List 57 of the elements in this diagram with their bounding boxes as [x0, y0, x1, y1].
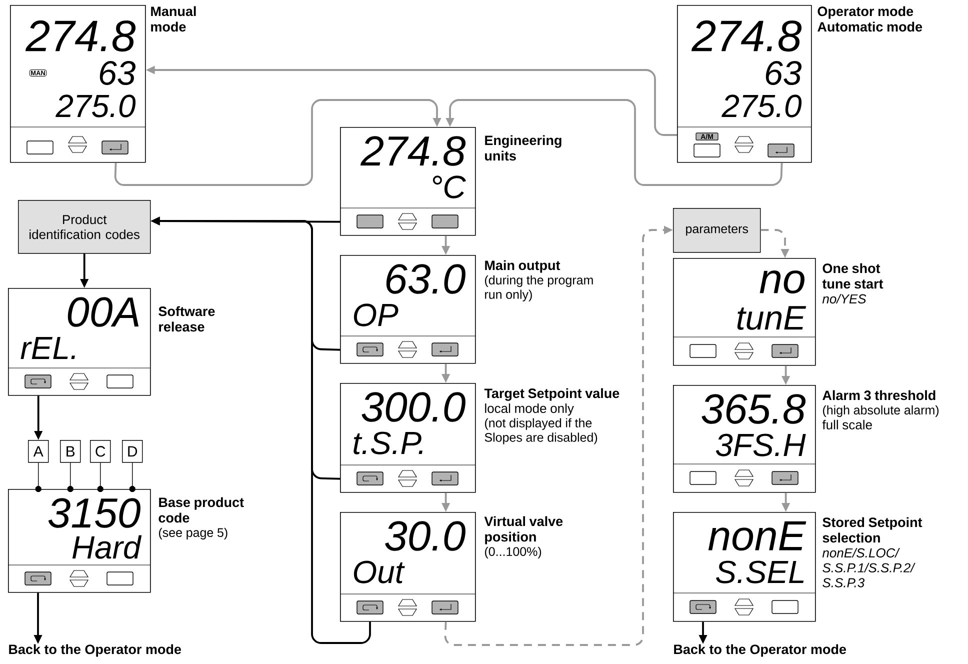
code-letter-box: A: [28, 440, 49, 463]
display-reading: °C: [432, 176, 466, 198]
display-reading: 274.8: [360, 136, 466, 166]
display-reading: t.S.P.: [354, 432, 422, 454]
value-options: nonE/S.LOC/ S.S.P.1/S.S.P.2/ S.S.P.3: [822, 548, 916, 588]
code-letter-box: B: [60, 440, 81, 463]
parameter-heading: Alarm 3 threshold: [822, 390, 936, 400]
note-text: (during the program run only): [484, 275, 593, 302]
parameter-heading: Main output: [485, 260, 560, 273]
display-reading: S.SEL: [716, 560, 804, 584]
display-reading: 365.8: [702, 394, 806, 424]
note-text: (not displayed if the Slopes are disabled): [484, 418, 598, 444]
display-reading: rEL.: [20, 337, 75, 360]
parameter-heading: Operator mode Automatic mode: [818, 6, 922, 32]
display-reading: no: [760, 270, 804, 294]
note-text: full scale: [822, 420, 872, 430]
note-text: (0...100%): [484, 546, 542, 558]
destination-text: Back to the Operator mode: [674, 644, 846, 657]
info-box: parameters: [673, 208, 761, 253]
note-text: local mode only: [485, 403, 574, 416]
note-text: (see page 5): [158, 528, 228, 540]
display-reading: 274.8: [691, 20, 802, 52]
display-reading: OP: [354, 304, 398, 326]
display-reading: 3150: [48, 498, 140, 528]
display-reading: 275.0: [56, 94, 136, 118]
display-reading: 274.8: [25, 20, 136, 52]
display-reading: 63.0: [386, 264, 466, 294]
parameter-heading: One shot tune start: [822, 263, 884, 289]
display-reading: nonE: [708, 521, 806, 551]
destination-text: Back to the Operator mode: [9, 644, 181, 657]
code-letter-box: D: [122, 440, 143, 463]
value-options: no/YES: [822, 294, 866, 304]
display-reading: 00A: [68, 297, 139, 327]
display-reading: 300.0: [362, 392, 466, 422]
display-reading: 3FS.H: [716, 434, 806, 456]
parameter-heading: Stored Setpoint selection: [822, 517, 922, 543]
leader-line: [129, 462, 136, 492]
arrow: [114, 99, 442, 186]
leader-line: [67, 462, 74, 492]
parameter-heading: Engineering units: [485, 135, 562, 161]
display-reading: 30.0: [385, 521, 466, 551]
leader-line: [35, 462, 42, 492]
parameter-heading: Virtual valve position: [484, 516, 563, 544]
parameter-heading: Base product code: [158, 497, 244, 523]
code-letter-box: C: [90, 440, 111, 463]
parameter-heading: Target Setpoint value: [484, 388, 620, 401]
display-reading: Hard: [72, 535, 142, 559]
display-reading: 63: [766, 60, 802, 86]
note-text: (high absolute alarm): [822, 405, 939, 417]
leader-line: [97, 462, 104, 492]
info-box: Product identification codes: [18, 200, 151, 254]
parameter-heading: Software release: [158, 306, 215, 332]
display-reading: Out: [354, 560, 405, 584]
display-reading: 275.0: [722, 94, 802, 118]
display-reading: tunE: [737, 306, 806, 330]
display-reading: 63: [100, 60, 136, 86]
parameter-heading: Manual mode: [151, 6, 196, 32]
